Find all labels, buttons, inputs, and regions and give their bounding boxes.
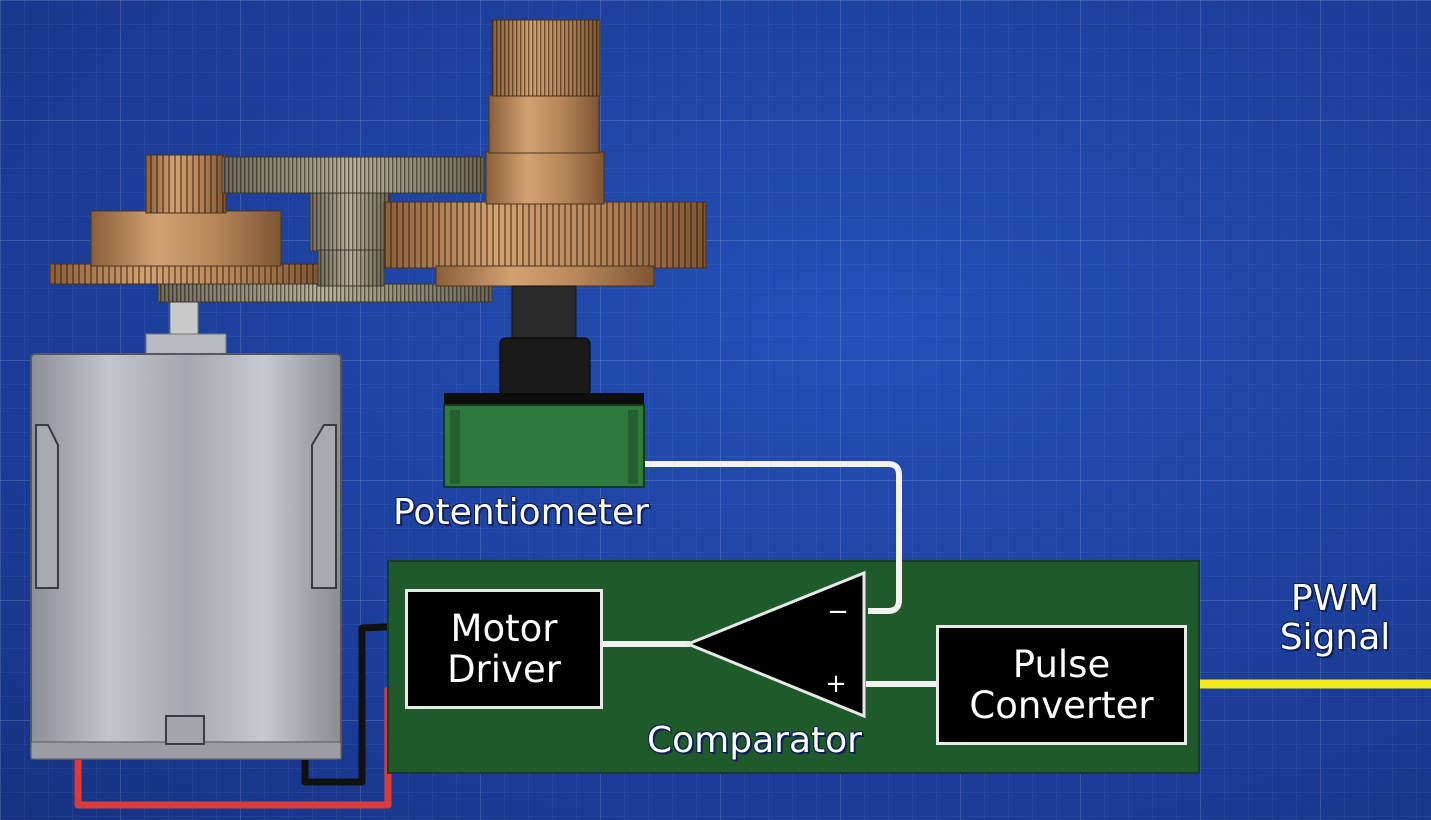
comparator-plus-sign: + xyxy=(825,669,847,699)
pulse-converter-line1: Pulse xyxy=(1012,642,1111,686)
pwm-signal-label: PWM Signal xyxy=(1270,578,1400,658)
potentiometer-label: Potentiometer xyxy=(393,492,649,533)
potentiometer xyxy=(443,285,645,488)
gear-train xyxy=(49,19,707,303)
black-wire xyxy=(301,622,409,786)
comparator-minus-sign: − xyxy=(827,597,849,627)
dc-motor xyxy=(30,297,342,760)
pulse-converter-line2: Converter xyxy=(969,684,1154,727)
motor-driver-line1: Motor xyxy=(450,606,558,650)
motor-driver-block: Motor Driver xyxy=(405,589,603,709)
pwm-label-line2: Signal xyxy=(1279,616,1391,658)
comparator-label: Comparator xyxy=(647,720,862,761)
motor-driver-line2: Driver xyxy=(447,648,561,691)
comparator-symbol xyxy=(684,570,866,719)
potentiometer-feedback-wire xyxy=(645,461,902,614)
pwm-label-line1: PWM xyxy=(1290,578,1380,619)
pulse-converter-block: Pulse Converter xyxy=(936,625,1187,745)
